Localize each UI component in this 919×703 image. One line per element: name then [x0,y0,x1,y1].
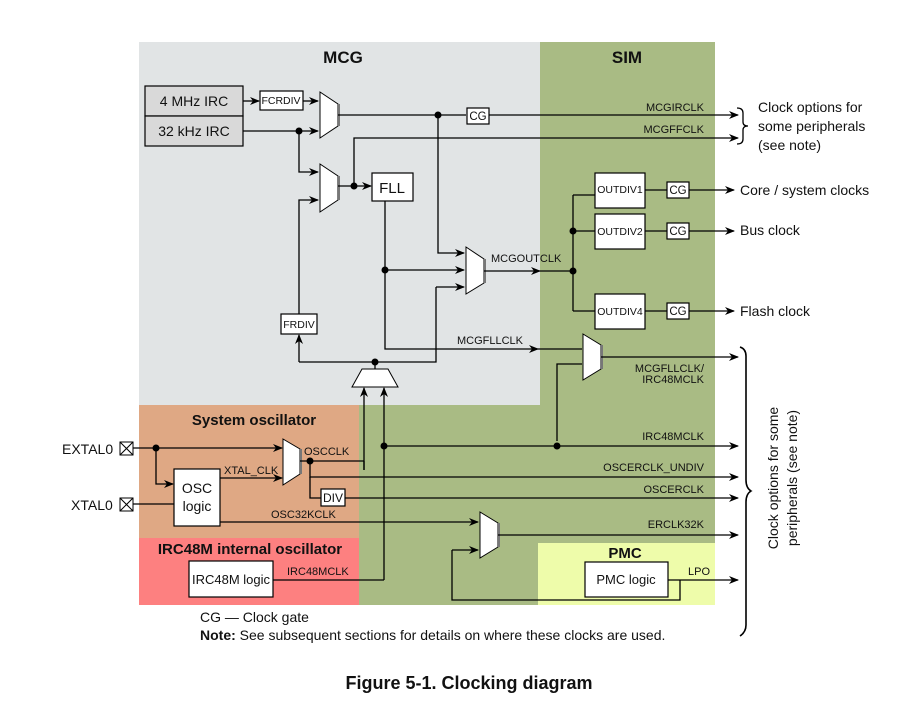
legend-cg: CG — Clock gate [200,609,309,625]
div-label: DIV [323,491,343,505]
note-label: Note: [200,627,236,643]
pmc-title: PMC [608,545,642,562]
cg-mcgirclk [466,107,490,125]
irc48m-logic-block [188,560,274,598]
outdiv1-label: OUTDIV1 [597,184,643,196]
mcgoutclk-label: MCGOUTCLK [491,253,562,265]
peripherals-side-line2: peripherals (see note) [784,410,800,546]
fll-label: FLL [379,180,405,197]
mcgirclk-label: MCGIRCLK [646,102,705,114]
irc48mclk-label: IRC48MCLK [642,431,704,443]
pmc-logic-label: PMC logic [596,572,656,587]
xtal-clk-label: XTAL_CLK [224,465,279,477]
peripherals-top-line2: some peripherals [758,118,865,134]
osc-logic-label-1: OSC [182,480,212,496]
osc-logic-label-2: logic [183,498,212,514]
brace-top [736,107,749,145]
xtal0-pin-label: XTAL0 [71,497,113,513]
brace-bottom [739,346,753,637]
sim-title: SIM [612,48,642,67]
system-oscillator-title: System oscillator [192,412,316,429]
outdiv2-label: OUTDIV2 [597,226,643,238]
irc-4mhz-block [144,85,244,117]
cg-flash-label: CG [669,306,686,318]
note-body: See subsequent sections for details on w… [236,627,666,643]
oscerclk-undiv-label: OSCERCLK_UNDIV [603,462,705,474]
irc48m-logic-label: IRC48M logic [192,572,271,587]
irc-32khz-label: 32 kHz IRC [158,123,230,139]
xtal0-pin-icon [119,497,134,512]
mcgfllclk-irc48mclk-label-2: IRC48MCLK [642,374,704,386]
peripherals-top-line1: Clock options for [758,99,863,115]
mcg-title: MCG [323,48,363,67]
peripherals-side-line1: Clock options for some [765,407,781,550]
lpo-label: LPO [688,566,710,578]
outdiv4-block [594,293,646,330]
irc48m-oscillator-title: IRC48M internal oscillator [158,541,342,558]
erclk32k-label: ERCLK32K [648,519,705,531]
fcrdiv-label: FCRDIV [261,95,300,107]
mcgfllclk-label: MCGFLLCLK [457,335,524,347]
mcgffclk-label: MCGFFCLK [644,124,705,136]
outdiv1-block [594,172,646,209]
extal0-pin-icon [119,441,134,456]
mux-external-ref-select [351,368,399,388]
frdiv-label: FRDIV [283,319,315,331]
irc48mclk-source-label: IRC48MCLK [287,566,349,578]
oscerclk-label: OSCERCLK [643,484,704,496]
osc32kclk-label: OSC32KCLK [271,509,336,521]
cg-mcgirclk-label: CG [469,111,486,123]
peripherals-top-line3: (see note) [758,137,821,153]
osc-logic-block [173,468,221,527]
flash-clock-label: Flash clock [740,303,811,319]
bus-clock-label: Bus clock [740,222,801,238]
sim-region-lower [359,405,540,605]
fll-block [371,172,414,202]
oscclk-label: OSCCLK [304,446,350,458]
figure-caption: Figure 5-1. Clocking diagram [345,673,592,693]
core-system-clocks-label: Core / system clocks [740,182,869,198]
irc-4mhz-label: 4 MHz IRC [160,93,228,109]
mcgfllclk-irc48mclk-label-1: MCGFLLCLK/ [635,363,705,375]
outdiv2-block [594,213,646,250]
cg-core-label: CG [669,185,686,197]
cg-bus-label: CG [669,226,686,238]
note-text: Note: See subsequent sections for detail… [200,627,665,643]
outdiv4-label: OUTDIV4 [597,306,643,318]
extal0-pin-label: EXTAL0 [62,441,113,457]
pmc-logic-block [584,561,669,598]
